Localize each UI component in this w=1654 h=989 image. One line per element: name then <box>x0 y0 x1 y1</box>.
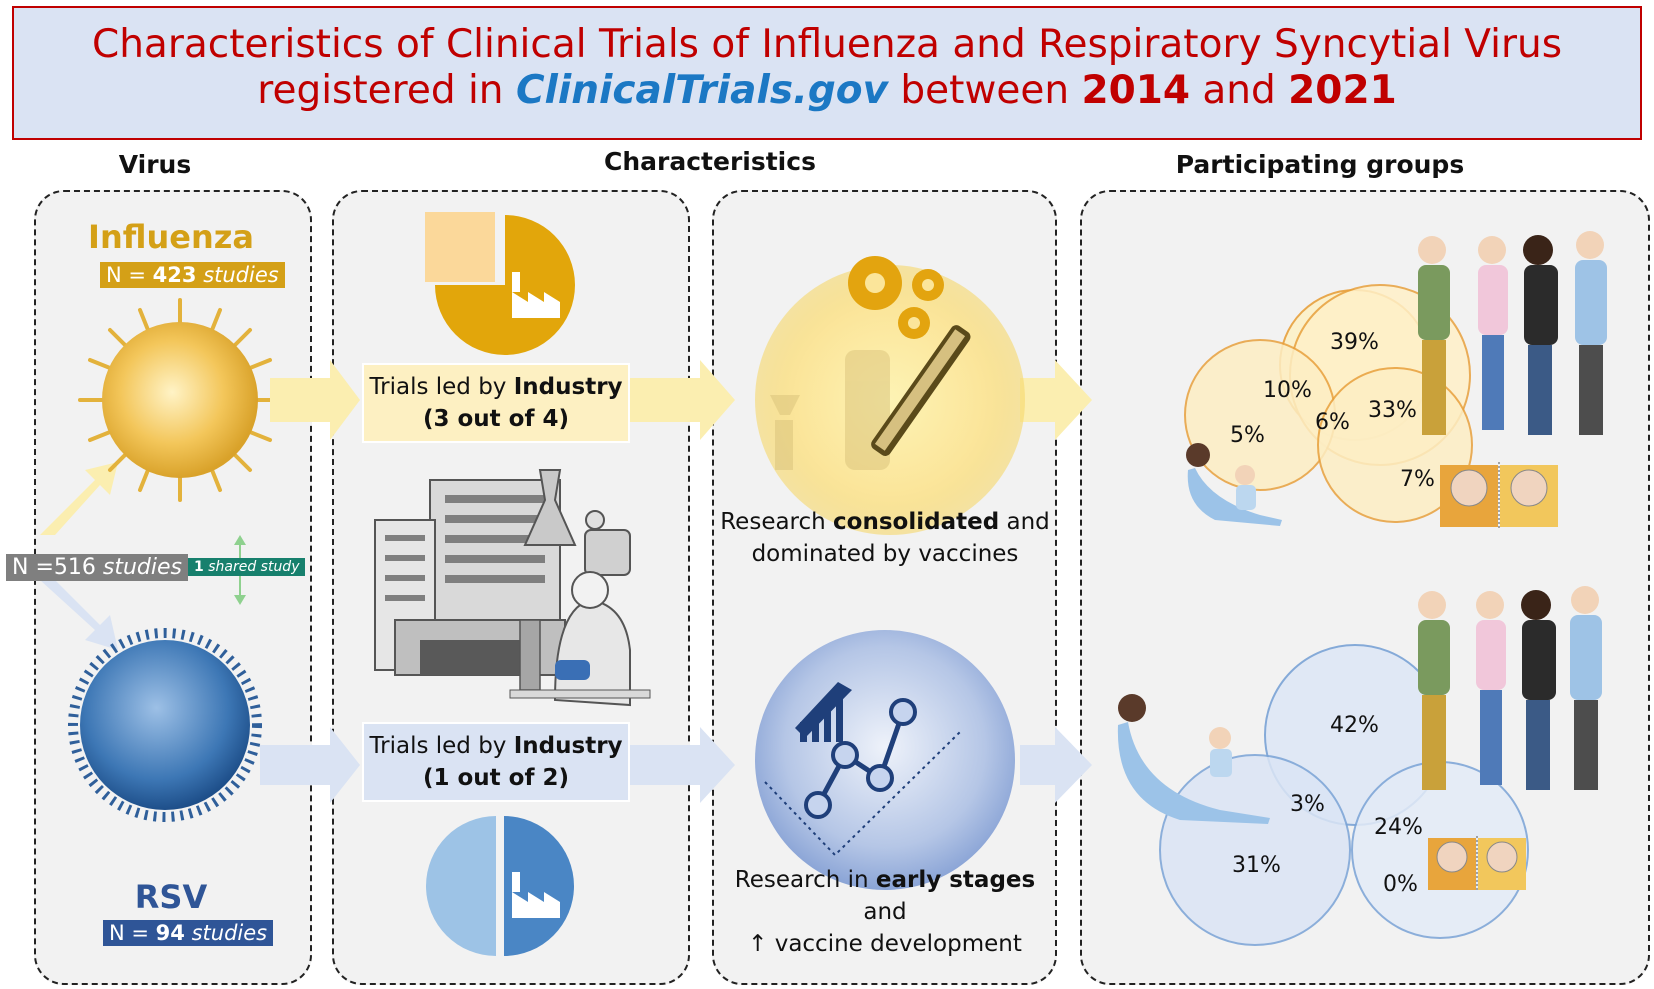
arrow-influenza-to-research <box>630 360 735 440</box>
influenza-industry-pie <box>425 212 575 355</box>
title-text: Characteristics of Clinical Trials of In… <box>91 22 1563 67</box>
influenza-study-count: 423 <box>152 263 197 287</box>
pie-slice-other <box>425 212 495 282</box>
influenza-venn-diagram <box>1184 284 1473 523</box>
influenza-pct-pregnant-only: 5% <box>1230 423 1265 448</box>
count-suffix: studies <box>203 263 279 287</box>
rsv-pct-adults-only: 42% <box>1330 713 1379 738</box>
count-suffix: studies <box>102 555 182 580</box>
influenza-label: Influenza <box>88 218 254 256</box>
pie-slice-industry <box>435 215 575 355</box>
rsv-label: RSV <box>134 878 208 916</box>
arrow-to-influenza <box>40 462 118 535</box>
arrow-rsv-to-research <box>630 727 735 803</box>
heading-virus: Virus <box>118 150 192 179</box>
clinicaltrials-gov-text: ClinicalTrials.gov <box>515 68 888 113</box>
research-line2: ↑ vaccine development <box>748 931 1022 957</box>
adults-illustration-influenza <box>1418 231 1607 435</box>
trend-line <box>815 711 906 807</box>
year-start: 2014 <box>1081 68 1190 113</box>
bar-arrows-icon <box>795 682 852 742</box>
heading-characteristics: Characteristics <box>604 147 816 176</box>
arrow-rsv-to-trials <box>260 727 360 803</box>
elderly-illustration-rsv <box>1428 836 1526 892</box>
rsv-trials-box: Trials led by Industry (1 out of 2) <box>362 722 630 802</box>
trials-text: Trials led by <box>369 733 514 759</box>
title-text-and: and <box>1190 68 1289 113</box>
research-text-and: and <box>863 899 907 925</box>
count-prefix: N = <box>109 921 156 945</box>
rsv-pct-pregnant-only: 31% <box>1232 853 1281 878</box>
rsv-pct-pregnant-adults: 3% <box>1290 792 1325 817</box>
mother-child-illustration-rsv <box>1117 694 1270 824</box>
total-count-badge: N =516 studies <box>6 554 188 581</box>
heading-participating-groups: Participating groups <box>1175 150 1465 179</box>
rsv-industry-pie <box>426 816 574 956</box>
title-text-between: between <box>888 68 1082 113</box>
split-arrows <box>40 462 118 650</box>
research-text: Research <box>720 509 834 535</box>
title-text-pre: registered in <box>257 68 516 113</box>
title-line-2: registered in ClinicalTrials.gov between… <box>14 68 1640 114</box>
rsv-trials-line1: Trials led by Industry <box>364 730 628 762</box>
pie-slice-other <box>426 816 496 956</box>
rsv-study-count: 94 <box>155 921 185 945</box>
shared-study-count: 1 <box>194 559 204 575</box>
research-text: Research in <box>734 867 876 893</box>
hospital-lab-illustration <box>374 469 651 707</box>
count-prefix: N = <box>106 263 153 287</box>
research-bold: consolidated <box>833 509 1000 535</box>
influenza-pct-adults-elderly: 33% <box>1368 398 1417 423</box>
influenza-trials-ratio: (3 out of 4) <box>422 406 570 432</box>
dotted-axis <box>764 731 961 857</box>
research-bold: early stages <box>875 867 1036 893</box>
year-end: 2021 <box>1288 68 1397 113</box>
influenza-count-badge: N = 423 studies <box>100 262 285 288</box>
rsv-virus-icon <box>68 628 262 822</box>
influenza-virus-icon <box>78 298 282 502</box>
elderly-illustration-influenza <box>1440 462 1558 530</box>
factory-icon <box>512 872 560 918</box>
adults-illustration-rsv <box>1418 586 1602 790</box>
rsv-pct-elderly-only: 0% <box>1383 872 1418 897</box>
venn-circle-pregnant <box>1159 754 1351 946</box>
influenza-trials-box: Trials led by Industry (3 out of 4) <box>362 363 630 443</box>
syringe-icon <box>871 325 971 456</box>
factory-icon <box>512 272 560 318</box>
rsv-pct-adults-elderly: 24% <box>1374 815 1423 840</box>
count-suffix: studies <box>191 921 268 945</box>
influenza-pct-adults-only: 39% <box>1330 330 1379 355</box>
rsv-trials-ratio: (1 out of 2) <box>422 765 570 791</box>
influenza-pct-all-groups: 6% <box>1315 410 1350 435</box>
pie-slice-industry <box>504 816 574 956</box>
arrow-to-rsv <box>40 580 118 650</box>
early-stage-research-illustration <box>755 630 1015 890</box>
research-text-and: and <box>999 509 1050 535</box>
shared-study-label: shared study <box>208 559 300 575</box>
rsv-venn-diagram <box>1159 644 1529 946</box>
arrow-rsv-to-groups <box>1020 727 1092 803</box>
influenza-trials-line1: Trials led by Industry <box>364 371 628 403</box>
influenza-research-text: Research consolidated and dominated by v… <box>715 506 1055 570</box>
rsv-count-badge: N = 94 studies <box>103 920 274 946</box>
total-study-count: N =516 <box>12 555 96 580</box>
trials-industry: Industry <box>513 374 623 400</box>
title-banner: Characteristics of Clinical Trials of In… <box>12 6 1642 140</box>
trials-text: Trials led by <box>369 374 514 400</box>
mother-child-illustration-influenza <box>1186 443 1282 526</box>
arrow-influenza-to-groups <box>1020 360 1092 440</box>
shared-study-badge: 1 shared study <box>188 558 306 576</box>
arrow-influenza-to-trials <box>270 360 360 440</box>
rsv-research-text: Research in early stages and ↑ vaccine d… <box>715 864 1055 960</box>
title-line-1: Characteristics of Clinical Trials of In… <box>14 22 1640 68</box>
influenza-pct-pregnant-adults: 10% <box>1263 378 1312 403</box>
trials-industry: Industry <box>513 733 623 759</box>
influenza-pct-elderly-only: 7% <box>1400 467 1435 492</box>
research-line2: dominated by vaccines <box>751 541 1019 567</box>
vaccine-research-illustration <box>755 256 1025 535</box>
